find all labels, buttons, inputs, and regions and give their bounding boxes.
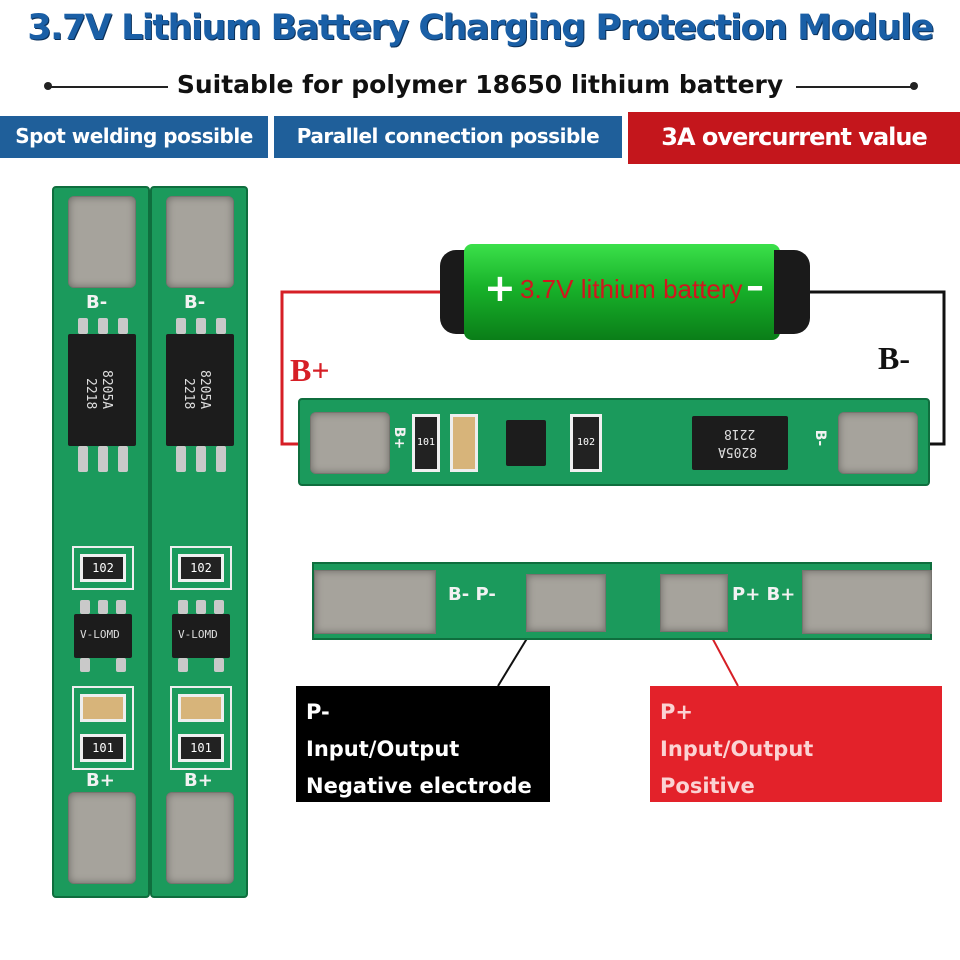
mosfet-pin [118,318,128,334]
callout-negative-line-3: Negative electrode [306,774,532,798]
mosfet-chip: 8205A 2218 [166,334,234,446]
ic-pin [214,600,224,614]
ic-chip [506,420,546,466]
mosfet-pin [196,318,206,334]
mosfet-pin [196,446,206,472]
silk-b-minus: B- [86,292,108,313]
ic-pin [214,658,224,672]
mosfet-pin [98,318,108,334]
vertical-board-right: B- 8205A 2218 102 V-LOMD 101 B+ [150,186,248,898]
ic-pin [116,600,126,614]
page-title: 3.7V Lithium Battery Charging Protection… [27,8,934,48]
silk-b-minus: B- [184,292,206,313]
mosfet-pin [78,446,88,472]
battery-minus-sign: – [746,266,764,307]
silk-b-plus: B+ [86,770,115,791]
board-pad-b-plus [68,792,136,884]
feature-badge-parallel: Parallel connection possible [274,116,622,158]
subtitle-left-dot [44,82,52,90]
callout-positive: P+ Input/Output Positive [650,686,942,802]
callout-negative-line-1: P- [306,700,330,724]
battery-body [464,244,780,340]
label-b-minus: B- [878,340,910,376]
mosfet-pin [78,318,88,334]
capacitor [178,694,224,722]
res-frame [72,546,134,590]
vertical-board-left: B- 8205A 2218 102 V-LOMD 101 B+ [52,186,150,898]
res-frame [170,546,232,590]
resistor-102: 102 [570,414,602,472]
mosfet-pin [216,446,226,472]
ic-pin [80,658,90,672]
callout-negative: P- Input/Output Negative electrode [296,686,550,802]
mosfet-pin [176,446,186,472]
ic-pin [178,600,188,614]
mosfet-chip: 8205A 2218 [68,334,136,446]
silk-b-plus: B+ [391,426,408,450]
mosfet-pin [98,446,108,472]
battery: + 3.7V lithium battery – [440,244,812,340]
battery-cap-right [774,250,810,334]
ic-pin [196,600,206,614]
battery-label: 3.7V lithium battery [520,274,743,304]
feature-badge-spot-welding: Spot welding possible [0,116,268,158]
callout-positive-line-2: Input/Output [660,737,814,761]
feature-badge-overcurrent: 3A overcurrent value [628,112,960,164]
mosfet-pin [216,318,226,334]
board-pad-b-plus [310,412,390,474]
ic-pin [80,600,90,614]
battery-plus-sign: + [484,266,516,310]
callout-negative-line-2: Input/Output [306,737,460,761]
ic-pin [178,658,188,672]
silk-b-plus: B+ [184,770,213,791]
ic-pin [116,658,126,672]
resistor-101: 101 [80,734,126,762]
mosfet-marking: 8205A [718,444,758,459]
label-b-plus: B+ [290,352,330,388]
mosfet-pin [176,318,186,334]
silk-b-minus: B- [812,429,829,447]
bottom-pad-p-plus [660,574,728,632]
silk-p-plus-b-plus: P+ B+ [732,584,796,605]
bottom-pad-p-minus [526,574,606,632]
resistor-102: 102 [80,554,126,582]
bottom-pad-b-minus [314,570,436,634]
subtitle-right-rule [796,86,914,88]
capacitor [450,414,478,472]
board-pad-b-minus [166,196,234,288]
ic-pin [98,600,108,614]
callout-positive-line-1: P+ [660,700,693,724]
mosfet-marking-2: 2218 [724,426,756,441]
board-pad-b-plus [166,792,234,884]
ic-marking: V-LOMD [178,628,218,641]
resistor-101: 101 [178,734,224,762]
bottom-pad-b-plus [802,570,932,634]
board-pad-b-minus [68,196,136,288]
ic-chip: V-LOMD [74,614,132,658]
subtitle-left-rule [48,86,168,88]
callout-positive-line-3: Positive [660,774,755,798]
cap-frame [170,686,232,770]
horizontal-board-bottom: B- P- P+ B+ [312,562,932,640]
ic-marking: V-LOMD [80,628,120,641]
board-pad-b-minus [838,412,918,474]
cap-frame [72,686,134,770]
resistor-101: 101 [412,414,440,472]
page-subtitle: Suitable for polymer 18650 lithium batte… [176,70,784,99]
capacitor [80,694,126,722]
ic-chip: V-LOMD [172,614,230,658]
subtitle-right-dot [910,82,918,90]
resistor-102: 102 [178,554,224,582]
mosfet-pin [118,446,128,472]
mosfet-chip: 8205A 2218 [692,416,788,470]
silk-b-minus-p-minus: B- P- [448,584,496,605]
horizontal-board-top: B+ 101 102 8205A 2218 B- [298,398,930,486]
